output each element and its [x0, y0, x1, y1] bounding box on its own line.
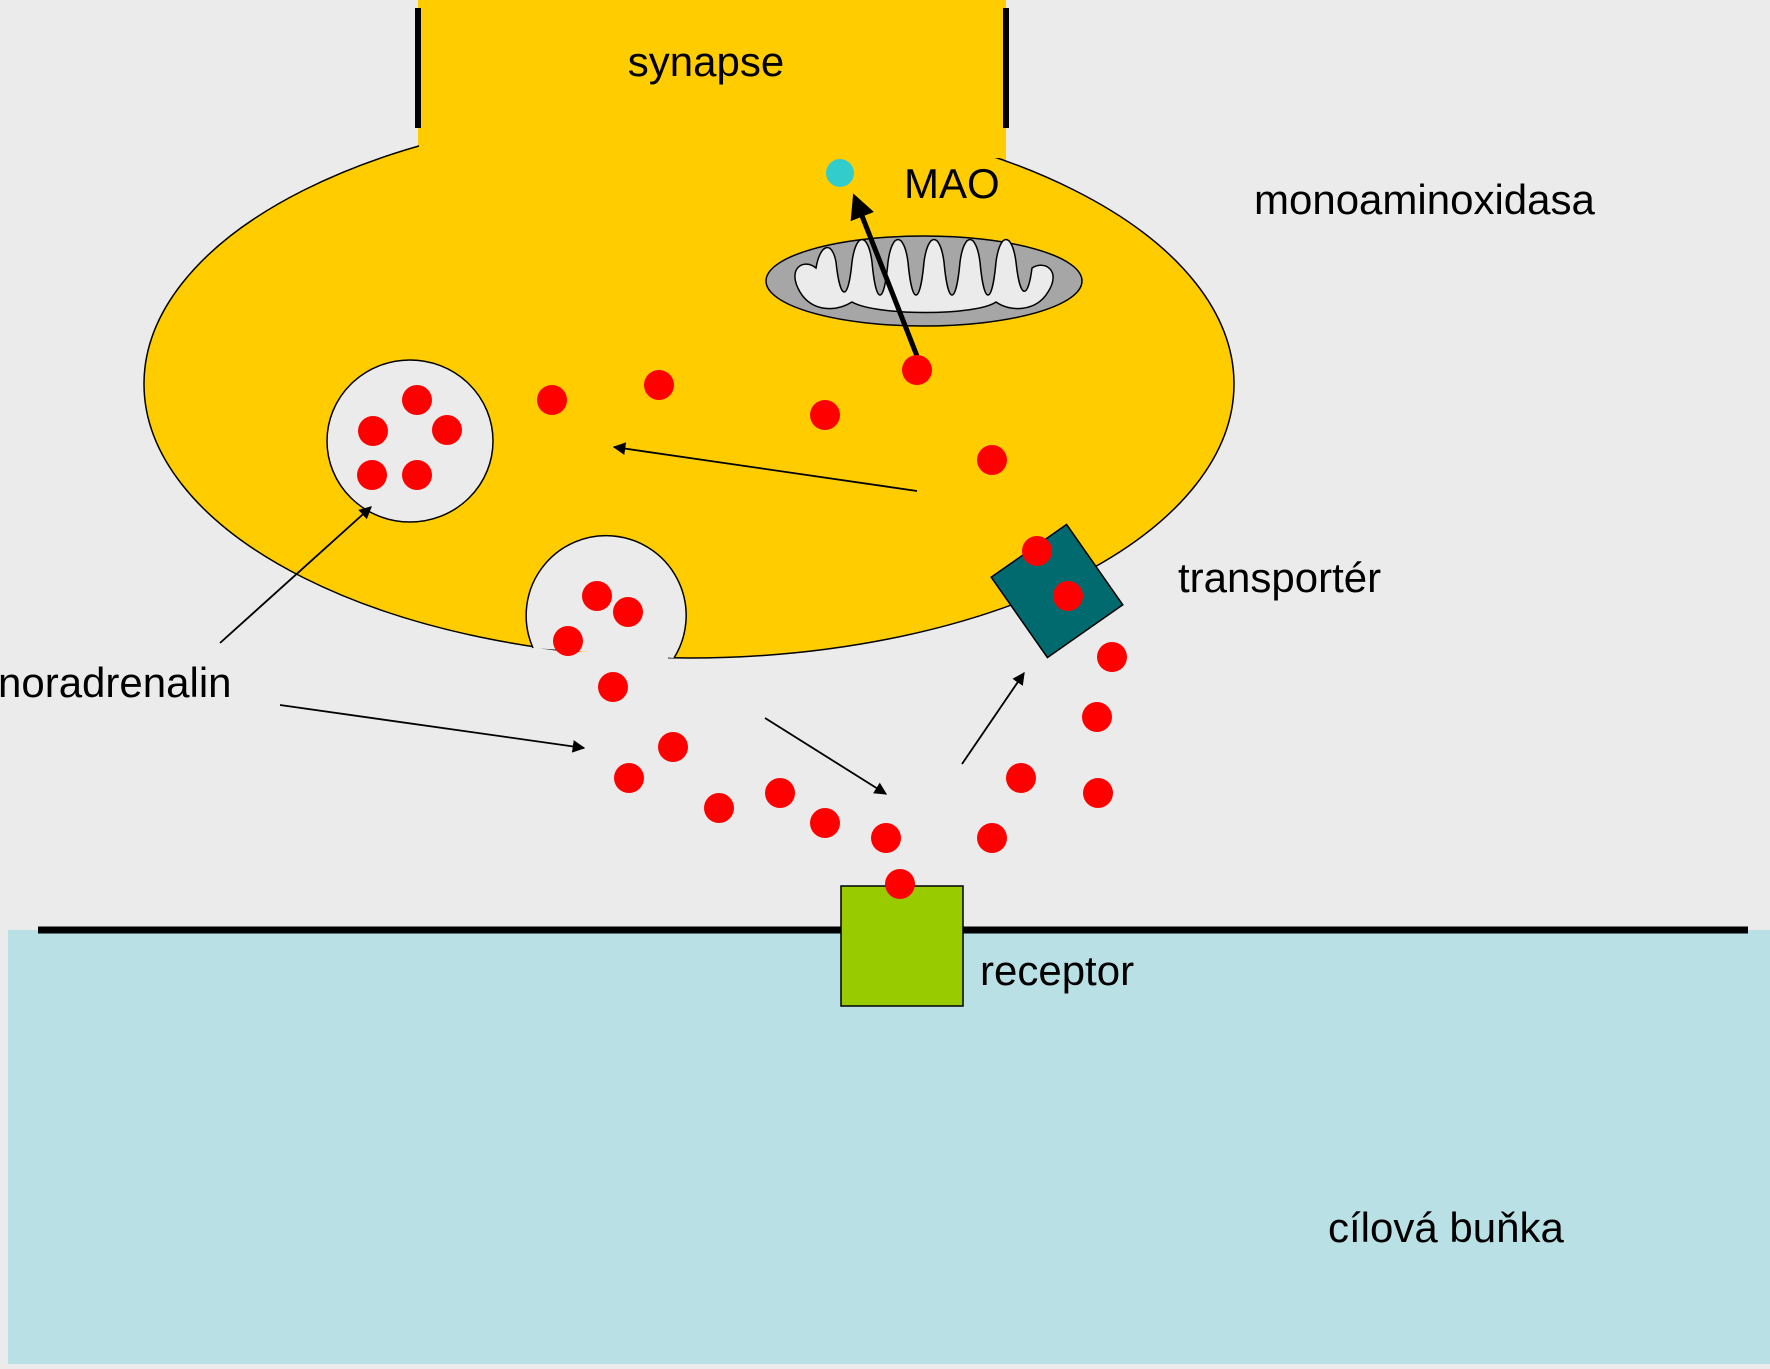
- noradrenalin-dot: [357, 460, 387, 490]
- noradrenalin-dot: [1097, 642, 1127, 672]
- noradrenalin-dot: [885, 869, 915, 899]
- receptor-icon: [841, 886, 963, 1006]
- noradrenalin-dot: [402, 460, 432, 490]
- noradrenalin-dot: [902, 355, 932, 385]
- monoaminoxidasa-label: monoaminoxidasa: [1254, 176, 1596, 223]
- noradrenalin-dot: [537, 385, 567, 415]
- noradrenalin-dot: [810, 808, 840, 838]
- noradrenalin-dot: [613, 597, 643, 627]
- noradrenalin-dot: [644, 370, 674, 400]
- noradrenalin-label: noradrenalin: [0, 659, 232, 706]
- noradrenalin-dot: [1006, 763, 1036, 793]
- transporter-label: transportér: [1178, 554, 1381, 601]
- mao-product-dot: [826, 159, 854, 187]
- noradrenalin-dot: [1022, 536, 1052, 566]
- noradrenalin-dot: [358, 416, 388, 446]
- noradrenalin-dot: [765, 778, 795, 808]
- noradrenalin-dot: [432, 415, 462, 445]
- noradrenalin-dot: [977, 445, 1007, 475]
- noradrenalin-dot: [1082, 702, 1112, 732]
- noradrenalin-dot: [582, 581, 612, 611]
- noradrenalin-dot: [614, 763, 644, 793]
- noradrenalin-dot: [871, 823, 901, 853]
- receptor-label: receptor: [980, 947, 1134, 994]
- fusion-pore: [540, 652, 668, 672]
- noradrenalin-dot: [402, 385, 432, 415]
- mao-label: MAO: [904, 160, 1000, 207]
- noradrenalin-dot: [658, 732, 688, 762]
- noradrenalin-dot: [977, 823, 1007, 853]
- noradrenalin-dot: [1083, 778, 1113, 808]
- mitochondrion-icon: [766, 236, 1082, 326]
- synapse-label: synapse: [628, 38, 784, 85]
- storage-vesicle: [327, 360, 493, 522]
- noradrenalin-dot: [553, 626, 583, 656]
- noradrenalin-dot: [704, 793, 734, 823]
- noradrenalin-dot: [810, 400, 840, 430]
- target-cell-label: cílová buňka: [1328, 1204, 1564, 1251]
- noradrenalin-dot: [1053, 581, 1083, 611]
- noradrenalin-dot: [598, 672, 628, 702]
